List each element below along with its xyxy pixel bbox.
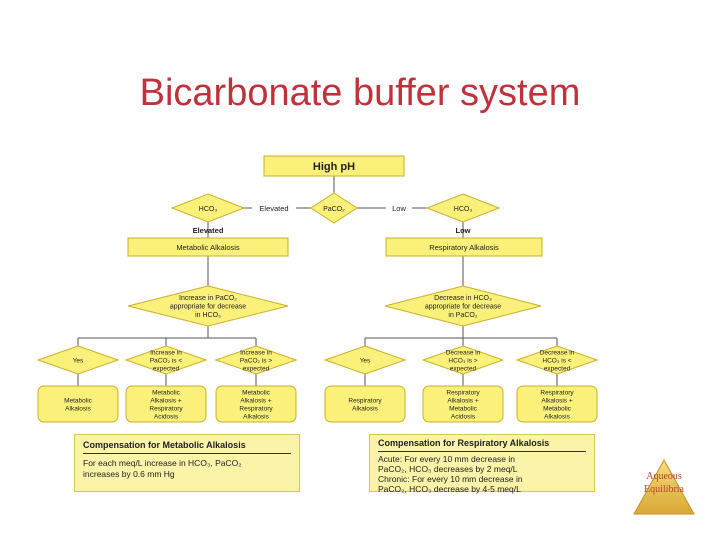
right-outcome-line: Alkalosis + (541, 397, 572, 404)
right-answer-diamond (323, 345, 407, 375)
slide-title: Bicarbonate buffer system (139, 72, 581, 114)
left-question-line: in HCO₃ (195, 312, 221, 319)
left-answer-line: Increase in (150, 349, 182, 356)
high-ph-label: High pH (313, 161, 355, 173)
right-outcome-line: Metabolic (543, 405, 572, 412)
hco3-diamond-left (170, 193, 246, 223)
right-answer-line: expected (450, 365, 477, 372)
badge-triangle (633, 458, 695, 515)
left-answer-line: Yes (73, 357, 84, 364)
left-answer-line: expected (153, 365, 180, 372)
right-outcome-line: Respiratory (446, 389, 480, 396)
left-outcome-line: Metabolic (242, 389, 271, 396)
left-outcome-line: Metabolic (152, 389, 181, 396)
right-outcome-line: Metabolic (449, 405, 478, 412)
compensation-respiratory-line: PaCO₂, HCO₃ decreases by 2 meq/L (378, 464, 518, 474)
left-outcome-box (125, 385, 207, 423)
metabolic-alkalosis-box (127, 237, 289, 257)
respiratory-alkalosis-box (385, 237, 543, 257)
right-outcome-line: Alkalosis + (447, 397, 478, 404)
right-question-line: in PaCO₂ (448, 312, 477, 319)
right-answer-line: HCO₃ is < (542, 357, 571, 364)
hco3-diamond-right (425, 193, 501, 223)
compensation-respiratory-box: Compensation for Respiratory Alkalosis A… (369, 434, 595, 494)
left-question-line: Increase in PaCO₂ (179, 295, 237, 302)
paco2-label: PaCO₂ (323, 206, 345, 213)
right-answer-line: Decrease in (446, 349, 481, 356)
badge-line-2: Equilibria (644, 484, 684, 495)
compensation-metabolic-line: For each meq/L increase in HCO₃, PaCO₂ (83, 458, 242, 468)
left-outcome-line: Alkalosis (243, 413, 269, 420)
left-answer-line: expected (243, 365, 270, 372)
right-answer-diamond (421, 345, 505, 375)
edge-label-bg-left (252, 202, 296, 213)
compensation-respiratory-line: Chronic: For every 10 mm decrease in (378, 474, 523, 484)
right-answer-line: Decrease in (540, 349, 575, 356)
left-outcome-box (215, 385, 297, 423)
right-answer-line: expected (544, 365, 571, 372)
left-outcome-line: Metabolic (64, 397, 93, 404)
left-outcome-line: Acidosis (154, 413, 179, 420)
edge-label-low: Low (392, 204, 406, 213)
right-outcome-line: Acidosis (451, 413, 476, 420)
respiratory-alkalosis-label: Respiratory Alkalosis (429, 243, 499, 252)
left-answer-diamond (124, 345, 208, 375)
high-ph-box (263, 155, 405, 177)
badge-text: Aqueous Equilibria (632, 470, 696, 496)
hco3-left-label: HCO₃ (199, 206, 218, 213)
left-question-line: appropriate for decrease (170, 303, 246, 310)
left-outcome-line: Respiratory (239, 405, 273, 412)
right-outcome-line: Respiratory (348, 397, 382, 404)
hco3-right-label: HCO₃ (454, 206, 473, 213)
left-answer-diamond (214, 345, 298, 375)
left-hco3-result: Elevated (193, 226, 224, 235)
compensation-metabolic-heading: Compensation for Metabolic Alkalosis (83, 440, 291, 454)
right-outcome-box (422, 385, 504, 423)
right-answer-line: HCO₃ is > (448, 357, 477, 364)
left-answer-diamond (36, 345, 120, 375)
right-outcome-boxes: RespiratoryAlkalosisRespiratoryAlkalosis… (324, 385, 598, 423)
compensation-respiratory-heading: Compensation for Respiratory Alkalosis (378, 438, 586, 452)
left-outcome-line: Alkalosis + (240, 397, 271, 404)
left-answer-line: PaCO₂ is > (240, 357, 273, 364)
right-outcome-line: Alkalosis (544, 413, 570, 420)
right-outcome-box (516, 385, 598, 423)
right-outcome-box (324, 385, 406, 423)
edge-label-bg-right (386, 202, 412, 213)
right-question-diamond (384, 285, 542, 327)
compensation-respiratory-line: Acute: For every 10 mm decrease in (378, 454, 516, 464)
right-answer-diamond (515, 345, 599, 375)
left-outcome-box (37, 385, 119, 423)
right-question-line: Decrease in HCO₃ (434, 295, 492, 302)
badge-line-1: Aqueous (646, 471, 682, 482)
right-outcome-line: Alkalosis (352, 405, 378, 412)
edge-label-elevated: Elevated (259, 204, 288, 213)
left-answer-line: PaCO₂ is < (150, 357, 183, 364)
left-outcome-line: Respiratory (149, 405, 183, 412)
aqueous-equilibria-badge (633, 458, 695, 515)
paco2-diamond (310, 192, 358, 224)
right-outcome-line: Respiratory (540, 389, 574, 396)
right-answer-line: Yes (360, 357, 371, 364)
left-outcome-line: Alkalosis + (150, 397, 181, 404)
metabolic-alkalosis-label: Metabolic Alkalosis (176, 243, 240, 252)
left-question-diamond (127, 285, 289, 327)
right-hco3-result: Low (456, 226, 471, 235)
compensation-metabolic-box: Compensation for Metabolic Alkalosis For… (74, 434, 300, 492)
compensation-respiratory-line: PaCO₂, HCO₃ decrease by 4-5 meq/L (378, 484, 521, 494)
left-answer-line: Increase in (240, 349, 272, 356)
left-outcome-line: Alkalosis (65, 405, 91, 412)
right-question-line: appropriate for decrease (425, 303, 501, 310)
compensation-metabolic-line: increases by 0.6 mm Hg (83, 469, 175, 479)
